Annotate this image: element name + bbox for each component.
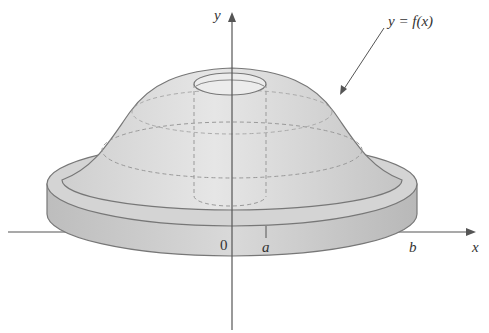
origin-label: 0 [220, 238, 228, 253]
tick-label: b [409, 240, 417, 255]
tick-label: a [262, 240, 270, 255]
axis-label: y [214, 8, 221, 23]
axis-label: x [472, 240, 479, 255]
curve-label: y = f(x) [388, 14, 433, 29]
